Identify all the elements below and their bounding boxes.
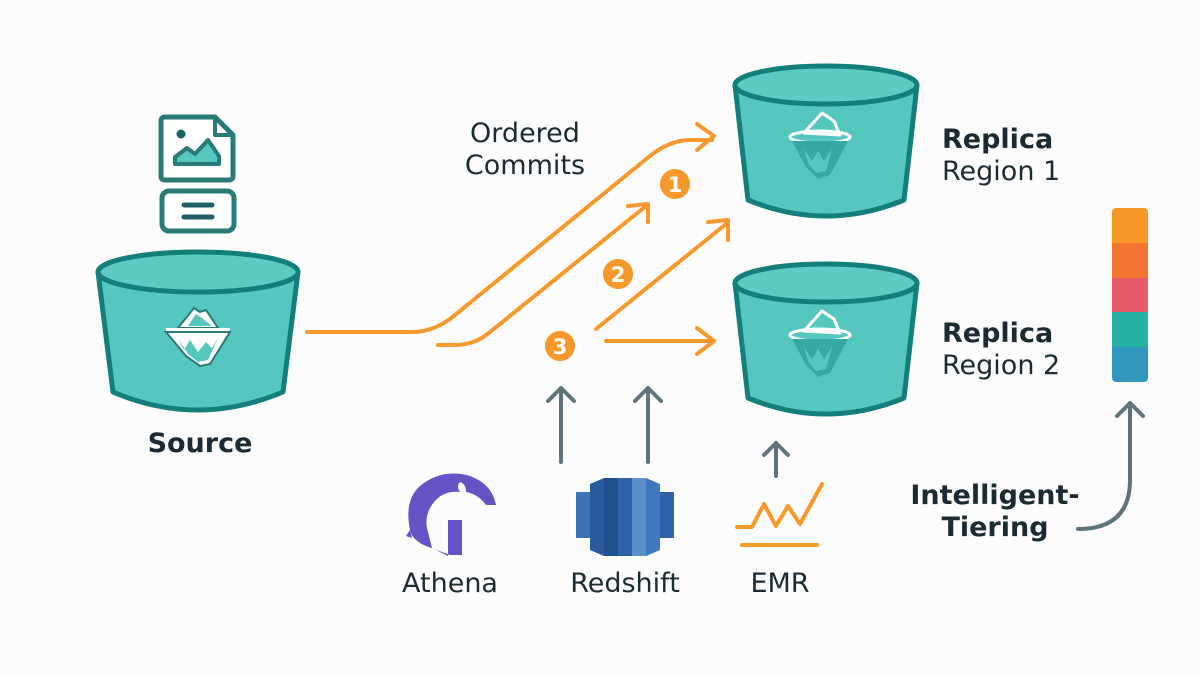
tier-segment-4 bbox=[1112, 312, 1148, 348]
document-icon bbox=[159, 188, 237, 234]
iceberg-icon bbox=[788, 309, 852, 377]
ordered-commits-line1: Ordered bbox=[470, 118, 580, 149]
flow-arrow-to-region-2-head bbox=[695, 326, 716, 356]
athena-helmet-icon bbox=[406, 473, 496, 556]
commit-step-badge-3: 3 bbox=[545, 331, 575, 361]
redshift-label: Redshift bbox=[570, 568, 680, 599]
image-file-icon bbox=[158, 114, 236, 183]
tier-segment-2 bbox=[1112, 242, 1148, 278]
tier-segment-3 bbox=[1112, 277, 1148, 313]
flow-arrow-to-region-1-head bbox=[695, 122, 716, 152]
flow-arrow-commit-2-head bbox=[706, 218, 730, 242]
intelligent-tiering-label: Intelligent- Tiering bbox=[905, 480, 1085, 544]
flow-arrow-commit-2 bbox=[594, 222, 728, 331]
flow-arrow-commit-1-head bbox=[626, 202, 650, 224]
storage-tier-bar bbox=[1112, 208, 1148, 382]
replica-region-2-line1: Replica bbox=[942, 318, 1054, 349]
replica-bucket-2-icon bbox=[732, 261, 920, 417]
replica-region-1-label: Replica Region 1 bbox=[942, 124, 1060, 188]
tiering-arrow-head bbox=[1115, 401, 1145, 418]
tiering-arrow bbox=[1076, 406, 1132, 531]
source-bucket-icon bbox=[95, 249, 301, 413]
commit-step-badge-2: 2 bbox=[603, 259, 633, 289]
redshift-icon bbox=[576, 478, 674, 556]
ordered-commits-line2: Commits bbox=[464, 150, 586, 181]
source-label: Source bbox=[147, 428, 253, 459]
tier-segment-5 bbox=[1112, 347, 1148, 382]
ordered-commits-label: Ordered Commits bbox=[445, 118, 605, 182]
svg-text:1: 1 bbox=[668, 173, 683, 197]
replica-region-1-line1: Replica bbox=[942, 124, 1054, 155]
emr-up-arrow bbox=[762, 441, 790, 478]
athena-label: Athena bbox=[402, 568, 498, 599]
flow-arrow-commit-1 bbox=[436, 204, 648, 347]
svg-text:2: 2 bbox=[611, 263, 626, 287]
replica-bucket-1-icon bbox=[732, 63, 920, 219]
intelligent-tiering-line1: Intelligent- bbox=[910, 480, 1080, 511]
replica-region-1-line2: Region 1 bbox=[942, 156, 1061, 187]
emr-chart-icon bbox=[735, 482, 824, 547]
emr-label: EMR bbox=[750, 568, 810, 599]
replica-region-2-line2: Region 2 bbox=[942, 350, 1061, 381]
replica-region-2-label: Replica Region 2 bbox=[942, 318, 1060, 382]
svg-text:3: 3 bbox=[553, 335, 568, 359]
flow-arrow-to-region-1 bbox=[305, 138, 714, 334]
redshift-up-arrow bbox=[633, 386, 663, 464]
intelligent-tiering-line2: Tiering bbox=[941, 512, 1049, 543]
tier-segment-1 bbox=[1112, 208, 1148, 243]
iceberg-icon bbox=[163, 306, 232, 368]
iceberg-icon bbox=[788, 111, 852, 179]
commit-step-badge-1: 1 bbox=[660, 169, 690, 199]
athena-up-arrow bbox=[546, 386, 576, 464]
